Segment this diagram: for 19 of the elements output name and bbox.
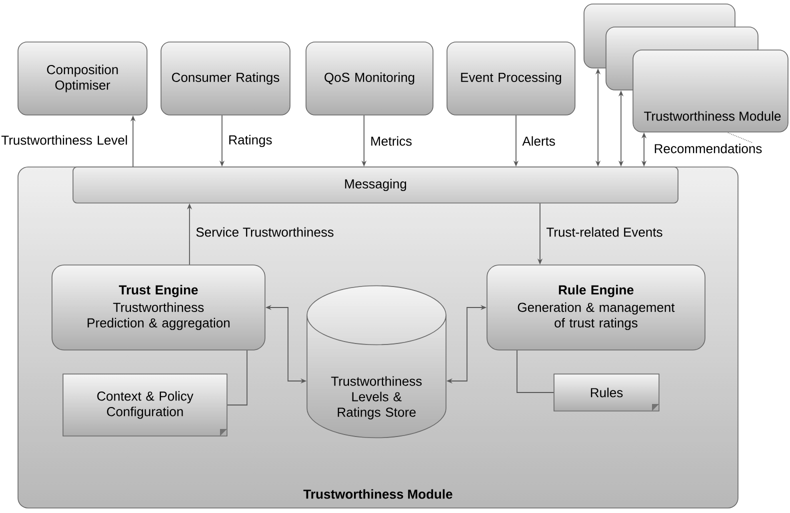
database-cylinder: Trustworthiness Levels & Ratings Store <box>306 285 446 438</box>
leader-line <box>726 132 752 143</box>
edge-label: Service Trustworthiness <box>196 227 334 237</box>
edge-label: Alerts <box>522 136 555 146</box>
engine-box: Trust Engine Trustworthiness Prediction & aggregation <box>52 264 266 350</box>
edge-label: Trustworthiness Level <box>1 135 127 145</box>
edge-label: Recommendations <box>654 144 762 154</box>
document-box: Rules <box>554 374 660 412</box>
component-box: Composition Optimiser <box>18 42 148 116</box>
edge-label: Ratings <box>229 134 272 148</box>
messaging-bar: Messaging <box>72 166 678 204</box>
component-box: Consumer Ratings <box>160 42 290 116</box>
component-box: Event Processing <box>446 42 576 116</box>
engine-box: Rule Engine Generation & management of trust ratings <box>486 264 706 350</box>
component-box: Trustworthiness Module <box>632 50 788 132</box>
edge-label: Metrics <box>371 136 412 146</box>
edge-label: Trust-related Events <box>546 227 662 237</box>
document-box: Context & Policy Configuration <box>62 374 228 436</box>
component-box: QoS Monitoring <box>306 42 434 116</box>
